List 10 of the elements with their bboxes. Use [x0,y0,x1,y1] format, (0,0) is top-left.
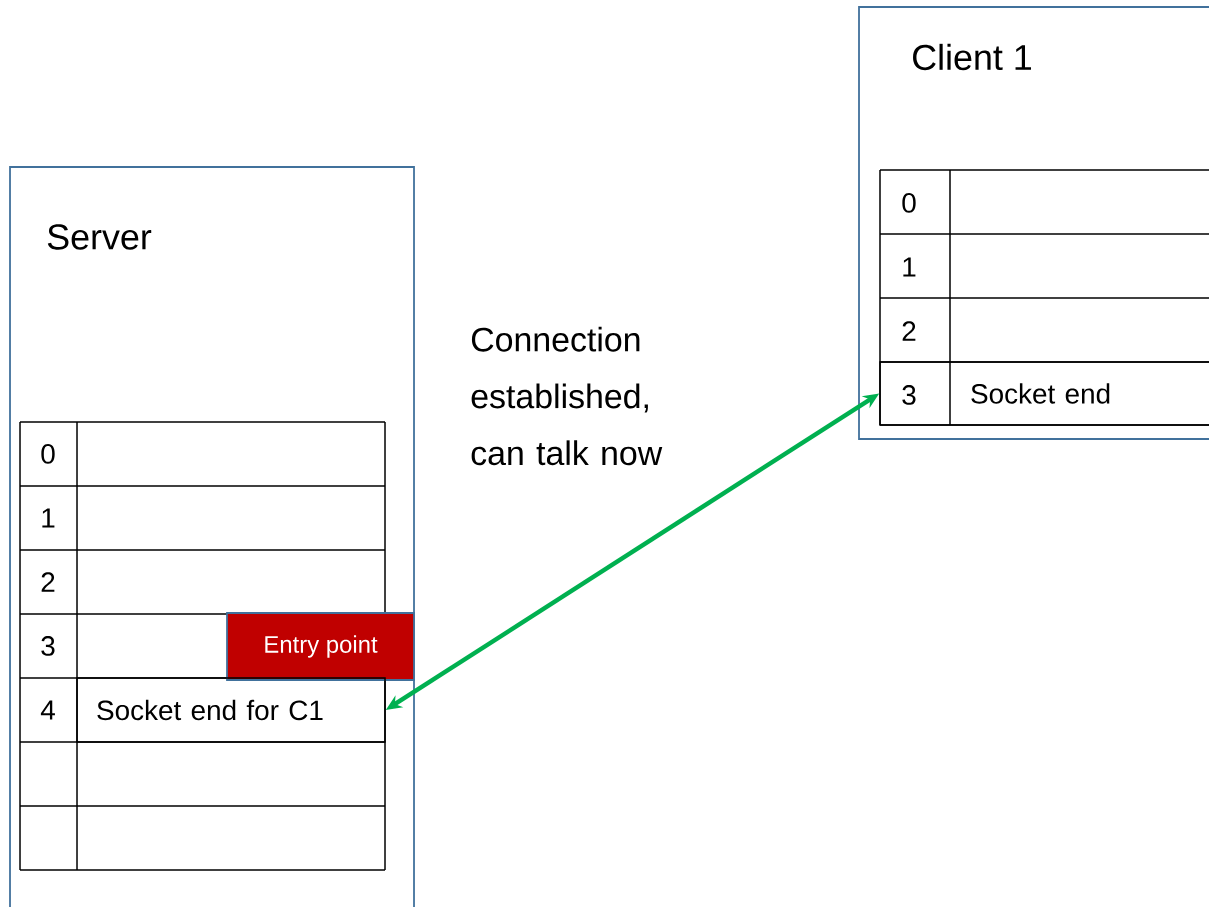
entry-point-tag: Entry point [226,612,415,681]
table-cell: Socket end for C1 [76,677,386,743]
row-number: 1 [42,508,55,528]
row-number: 0 [902,193,916,213]
row-number: 0 [41,444,55,464]
row-number: 3 [41,636,55,656]
row-number: 1 [903,257,916,277]
row-number: 2 [41,572,55,592]
note-text: Connection established, can talk now [471,326,663,466]
row-number: 3 [902,385,916,405]
